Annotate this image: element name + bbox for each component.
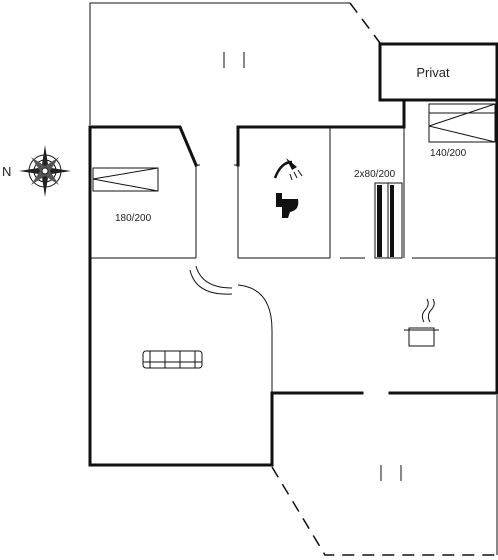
bed-small-double-label: 140/200 [430,148,467,159]
private-room-label: Privat [416,65,450,80]
terrace-top [89,2,381,125]
cooking-pot-icon [404,298,439,347]
compass-rose-icon [19,145,71,197]
bed-double-label: 180/200 [115,213,152,224]
bed-twin-label: 2x80/200 [354,169,396,180]
terrace-bottom [271,395,498,556]
shower-icon [273,158,303,181]
bed-small-double: 140/200 [428,103,496,159]
bed-twin: 2x80/200 [354,169,403,259]
sofa-icon [142,350,203,369]
interior-walls [90,127,497,393]
private-room: Privat [378,42,498,102]
compass-north-label: N [2,164,11,179]
toilet-icon [276,193,299,218]
terrace-pillars-icon [223,52,402,481]
door-arcs [189,265,233,295]
bed-double: 180/200 [92,167,159,224]
